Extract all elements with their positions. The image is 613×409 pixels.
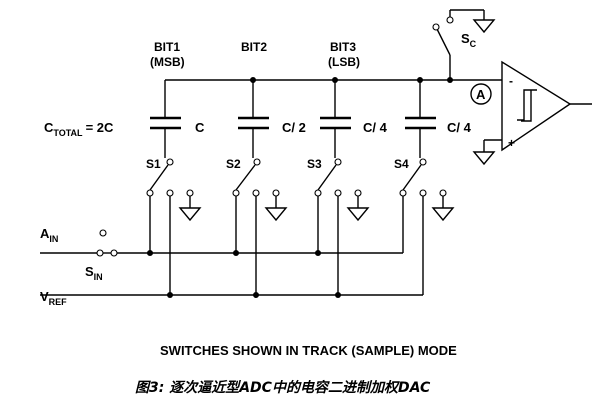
junction-dot [315, 250, 321, 256]
junction-dot [332, 77, 338, 83]
junction-dot [253, 292, 259, 298]
cap-c4-label: C/ 4 [447, 120, 472, 135]
figure-title: 图3: 逐次逼近型ADC中的电容二进制加权DAC [135, 379, 431, 396]
cap-c1-label: C [195, 120, 205, 135]
junction-dot [335, 292, 341, 298]
ain-label: AIN [40, 226, 58, 244]
switch-s3 [314, 158, 370, 295]
bit2-label: BIT2 [241, 40, 267, 54]
sc-label: SC [461, 31, 477, 49]
bit3-lsb-label: (LSB) [328, 55, 360, 69]
switch-s3-label: S3 [307, 157, 322, 171]
sin-label: SIN [85, 264, 103, 282]
sin-switch [96, 229, 118, 257]
bit3-label: BIT3 [330, 40, 356, 54]
junction-dot [233, 250, 239, 256]
capacitor-c4 [405, 80, 436, 158]
junction-dot [147, 250, 153, 256]
cap-c3-label: C/ 4 [363, 120, 388, 135]
bit1-label: BIT1 [154, 40, 180, 54]
ground-icon [472, 151, 496, 166]
mode-caption: SWITCHES SHOWN IN TRACK (SAMPLE) MODE [160, 343, 457, 358]
switch-s2 [232, 158, 288, 295]
comparator [501, 60, 592, 152]
capacitor-c2 [238, 80, 269, 158]
junction-dot [447, 77, 453, 83]
switch-s4-label: S4 [394, 157, 409, 171]
capacitor-c1 [150, 80, 181, 158]
sc-switch [432, 9, 485, 56]
ctotal-label: CTOTAL= 2C [44, 120, 114, 138]
ground-icon [472, 19, 496, 34]
switch-s1 [146, 158, 202, 295]
capacitor-c3 [320, 80, 351, 158]
comparator-plus-sign: + [508, 136, 515, 150]
comparator-minus-sign: - [509, 74, 513, 88]
junction-dot [167, 292, 173, 298]
node-a-marker [470, 83, 492, 105]
switch-s4 [399, 158, 455, 295]
node-a-label: A [476, 87, 486, 102]
switch-s1-label: S1 [146, 157, 161, 171]
vref-label: VREF [40, 289, 67, 307]
switch-s2-label: S2 [226, 157, 241, 171]
junction-dot [417, 77, 423, 83]
bit1-msb-label: (MSB) [150, 55, 185, 69]
junction-dot [250, 77, 256, 83]
cap-c2-label: C/ 2 [282, 120, 306, 135]
